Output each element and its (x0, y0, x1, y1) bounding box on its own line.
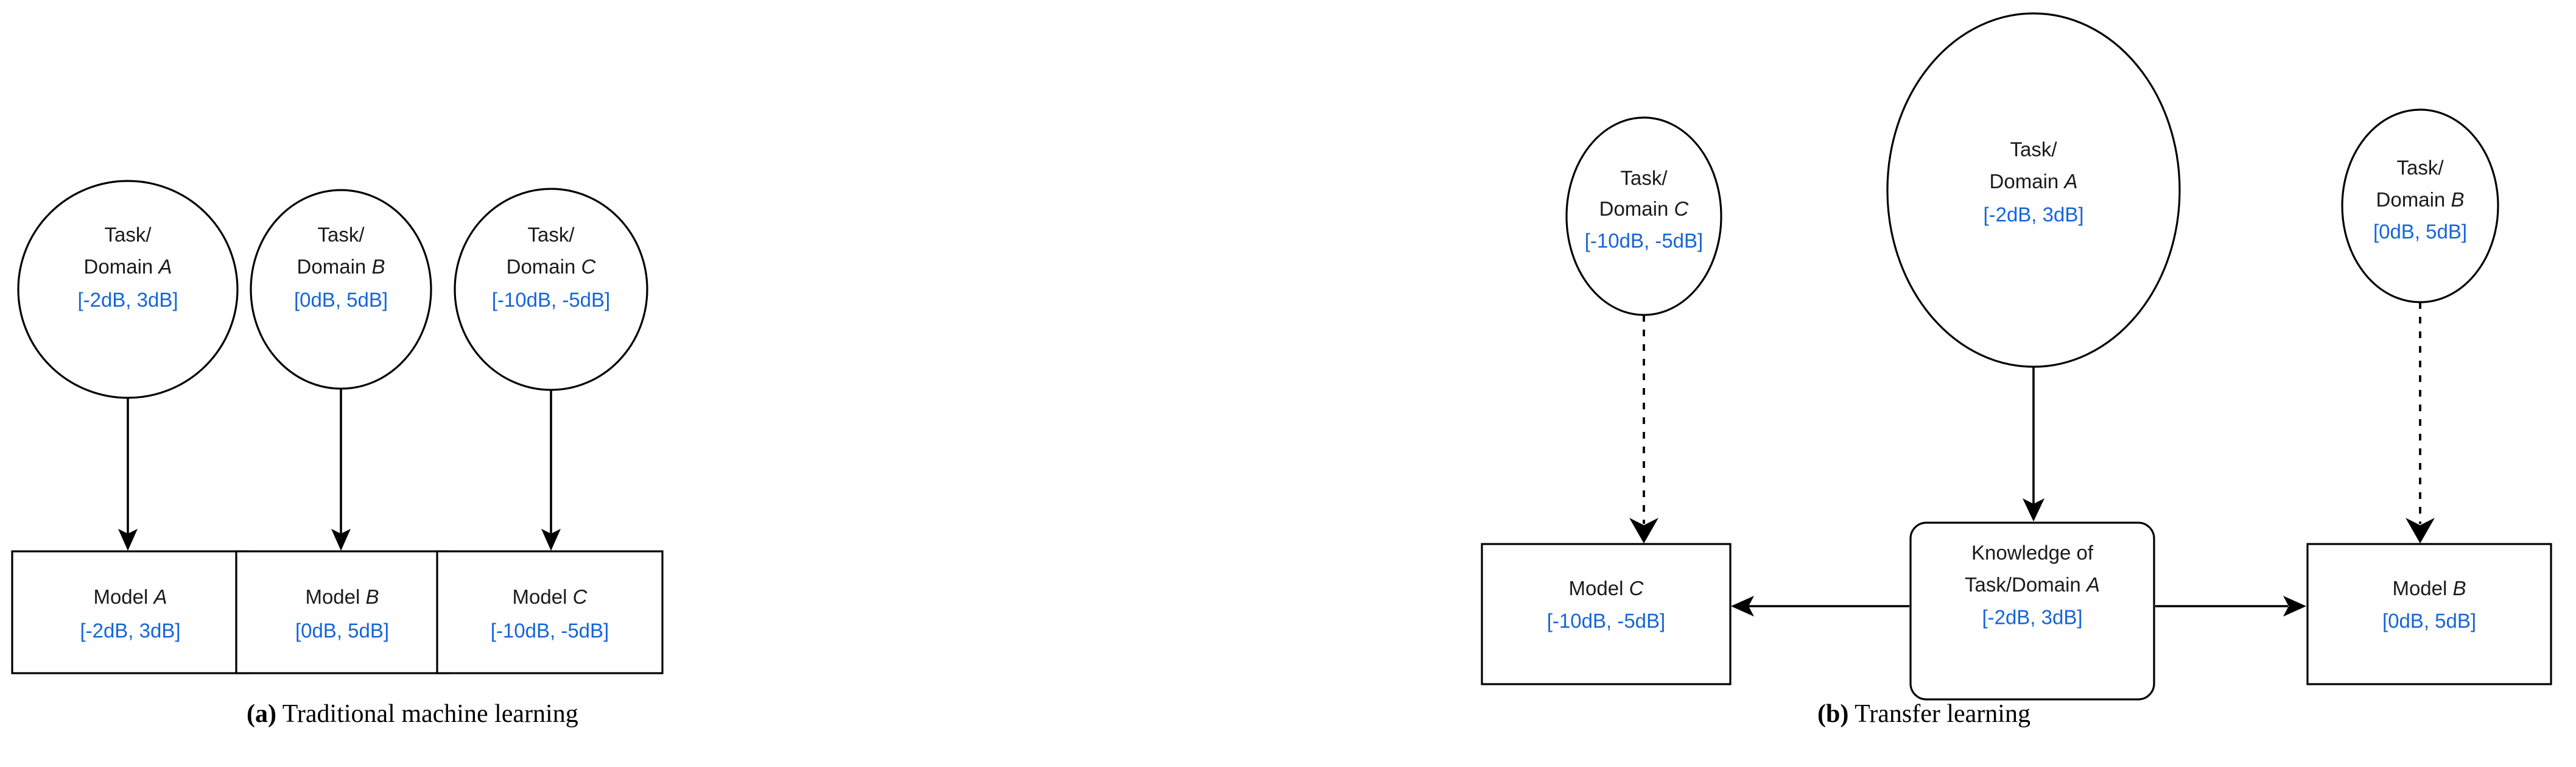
node-b-model-c[interactable]: Model C [-10dB, -5dB] (1481, 543, 1732, 685)
arrowhead-down-icon (1629, 518, 1658, 543)
arrowhead-down-icon (2023, 498, 2044, 521)
node-model-a[interactable]: Model A [-2dB, 3dB] (11, 550, 250, 674)
node-knowledge-box[interactable]: Knowledge of Task/Domain A [-2dB, 3dB] (1909, 521, 2155, 701)
knowledge-line2: Task/Domain A (1965, 573, 2100, 596)
b-model-b-title: Model B (2392, 577, 2466, 599)
knowledge-db: [-2dB, 3dB] (1982, 606, 2082, 629)
b-task-domain-b-db: [0dB, 5dB] (2373, 221, 2467, 243)
b-task-domain-a-line2: Domain A (1990, 170, 2078, 193)
b-task-domain-c-line2: Domain C (1599, 197, 1690, 220)
model-c-db: [-10dB, -5dB] (491, 620, 609, 642)
edge-b-task-c-to-model-c (1629, 315, 1658, 543)
edge-b-task-b-to-model-b (2406, 302, 2435, 543)
model-c-box[interactable] (436, 550, 664, 674)
b-model-b-db: [0dB, 5dB] (2382, 610, 2476, 632)
node-task-domain-a[interactable]: Task/ Domain A [-2dB, 3dB] (17, 180, 239, 399)
task-domain-b-line2: Domain B (297, 255, 385, 278)
node-b-task-domain-b[interactable]: Task/ Domain B [0dB, 5dB] (2341, 108, 2499, 303)
task-domain-b-db: [0dB, 5dB] (294, 289, 388, 311)
b-model-b-box[interactable] (2306, 543, 2552, 685)
caption-panel-b: (b) Transfer learning (1817, 699, 2030, 729)
arrowhead-right-icon (2283, 596, 2306, 617)
edge-task-a-to-model-a (118, 398, 138, 551)
edge-task-c-to-model-c (541, 390, 561, 551)
model-b-box[interactable] (235, 550, 449, 674)
b-model-c-box[interactable] (1481, 543, 1732, 685)
model-c-title: Model C (513, 585, 588, 608)
node-task-domain-b[interactable]: Task/ Domain B [0dB, 5dB] (250, 189, 432, 390)
node-model-b[interactable]: Model B [0dB, 5dB] (235, 550, 449, 674)
node-b-model-b[interactable]: Model B [0dB, 5dB] (2306, 543, 2552, 685)
panel-a: Task/ Domain A [-2dB, 3dB] Task/ Domain … (11, 180, 664, 674)
task-domain-c-db: [-10dB, -5dB] (492, 289, 610, 311)
task-domain-a-db: [-2dB, 3dB] (77, 289, 178, 311)
caption-panel-b-label: (b) (1817, 700, 1849, 728)
task-domain-c-line2: Domain C (507, 255, 597, 278)
knowledge-line1: Knowledge of (1971, 542, 2094, 564)
b-task-domain-b-line1: Task/ (2396, 157, 2444, 179)
task-domain-c-line1: Task/ (527, 224, 575, 246)
knowledge-box[interactable] (1909, 521, 2155, 701)
caption-panel-a: (a) Traditional machine learning (247, 699, 578, 729)
caption-panel-a-label: (a) (247, 700, 276, 728)
arrowhead-down-icon (2406, 518, 2435, 543)
node-model-c[interactable]: Model C [-10dB, -5dB] (436, 550, 664, 674)
b-model-c-db: [-10dB, -5dB] (1547, 610, 1665, 632)
arrowhead-down-icon (541, 529, 561, 551)
model-a-title: Model A (93, 585, 167, 608)
edge-task-b-to-model-b (331, 389, 351, 551)
model-a-db: [-2dB, 3dB] (80, 620, 180, 642)
edge-knowledge-to-model-b (2155, 596, 2306, 617)
model-b-title: Model B (305, 585, 379, 608)
arrowhead-down-icon (331, 529, 351, 551)
model-b-db: [0dB, 5dB] (295, 620, 389, 642)
task-domain-a-line2: Domain A (84, 255, 172, 278)
node-b-task-domain-c[interactable]: Task/ Domain C [-10dB, -5dB] (1565, 116, 1722, 316)
node-b-task-domain-a[interactable]: Task/ Domain A [-2dB, 3dB] (1886, 12, 2181, 368)
arrowhead-down-icon (118, 529, 138, 551)
arrowhead-left-icon (1731, 596, 1754, 617)
b-task-domain-a-db: [-2dB, 3dB] (1983, 203, 2083, 226)
model-a-box[interactable] (11, 550, 250, 674)
b-task-domain-b-line2: Domain B (2376, 188, 2465, 211)
b-task-domain-c-line1: Task/ (1620, 167, 1668, 189)
panel-b: Task/ Domain C [-10dB, -5dB] Task/ Domai… (1481, 12, 2552, 701)
b-task-domain-a-line1: Task/ (2010, 138, 2057, 161)
caption-panel-b-text: Transfer learning (1848, 700, 2030, 728)
caption-panel-a-text: Traditional machine learning (276, 700, 578, 728)
b-task-domain-c-db: [-10dB, -5dB] (1585, 230, 1703, 252)
edge-b-task-a-to-knowledge (2023, 367, 2044, 521)
task-domain-b-line1: Task/ (317, 224, 365, 246)
edge-knowledge-to-model-c (1731, 596, 1909, 617)
node-task-domain-c[interactable]: Task/ Domain C [-10dB, -5dB] (454, 188, 648, 391)
task-domain-a-line1: Task/ (104, 224, 152, 246)
b-model-c-title: Model C (1569, 577, 1644, 599)
